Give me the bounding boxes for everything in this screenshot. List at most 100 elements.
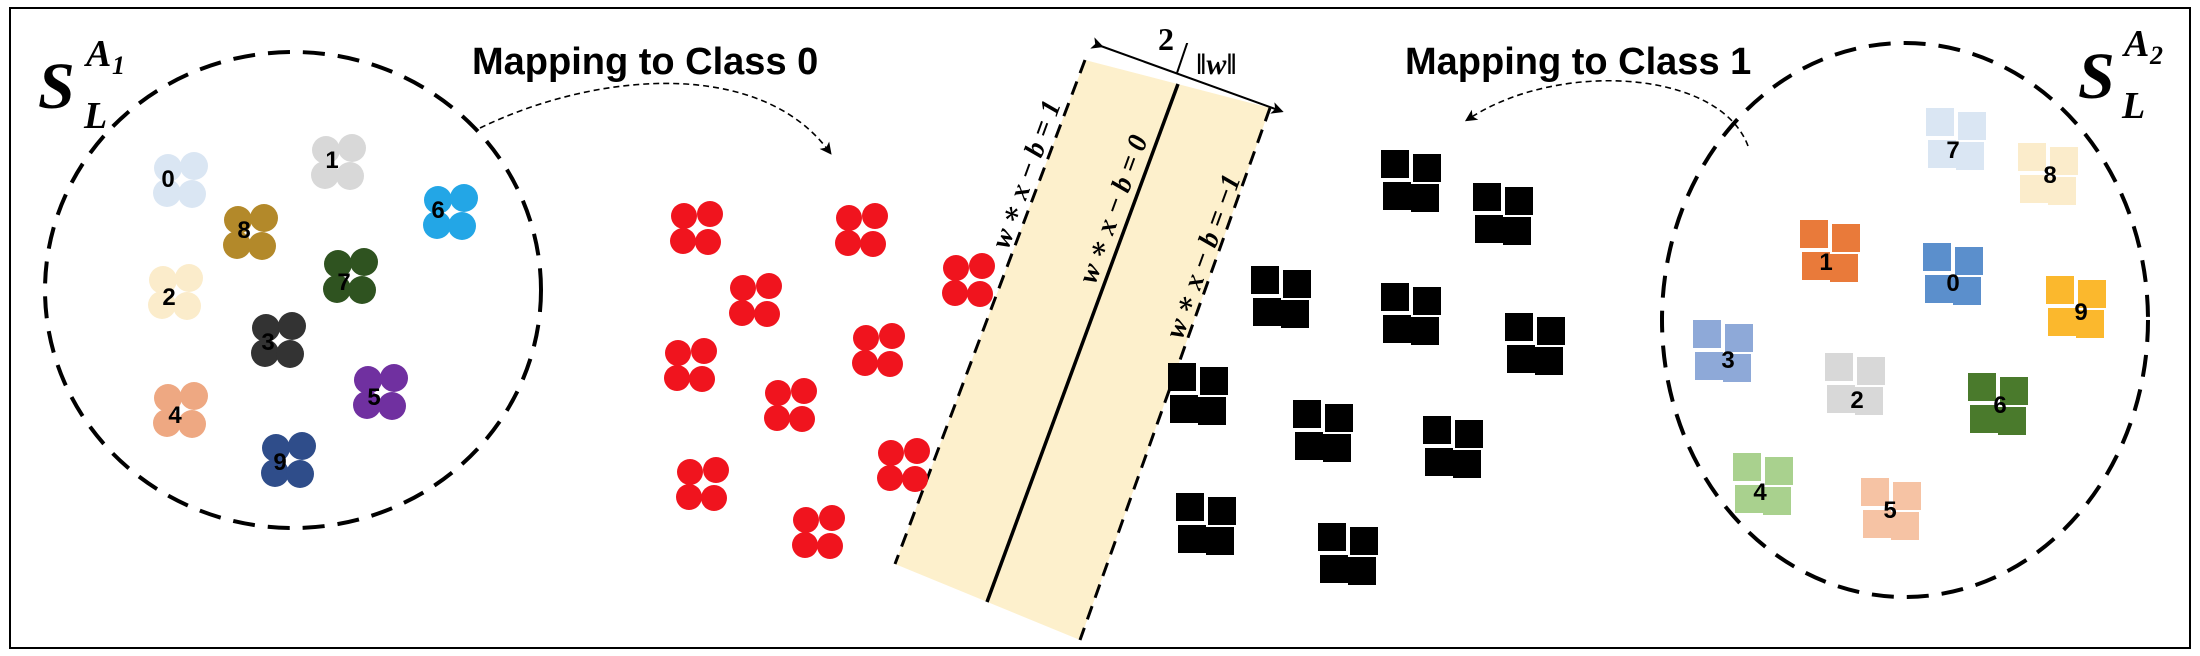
cluster-left-label: 2 (162, 284, 175, 311)
cluster-square (2078, 280, 2106, 308)
class0-dot (756, 273, 782, 299)
class0-dot (689, 366, 715, 392)
cluster-square (1955, 247, 1983, 275)
cluster-right-label: 4 (1753, 479, 1767, 506)
cluster-right-label: 2 (1850, 387, 1863, 414)
cluster-square (2048, 308, 2076, 336)
mapping-right-label: Mapping to Class 1 (1405, 41, 1751, 83)
cluster-dot (180, 382, 208, 410)
cluster-dot (154, 154, 182, 182)
cluster-dot (448, 212, 476, 240)
hyperplane-middle-line (985, 83, 1180, 603)
class0-dot (676, 484, 702, 510)
class0-dot (817, 533, 843, 559)
class1-square (1383, 315, 1411, 343)
cluster-dot (252, 314, 280, 342)
cluster-dot (148, 291, 176, 319)
cluster-square (1825, 353, 1853, 381)
cluster-dot (424, 186, 452, 214)
class1-square (1200, 367, 1228, 395)
cluster-dot (338, 134, 366, 162)
cluster-left-label: 6 (431, 197, 444, 224)
cluster-square (1968, 373, 1996, 401)
cluster-left-6: 6 (423, 184, 478, 240)
cluster-dot (175, 264, 203, 292)
cluster-square (1830, 254, 1858, 282)
cluster-right-6: 6 (1968, 373, 2028, 435)
class1-square (1320, 555, 1348, 583)
cluster-right-0: 0 (1923, 243, 1983, 305)
cluster-right-label: 0 (1946, 270, 1959, 297)
cluster-left-0: 0 (153, 152, 208, 208)
class0-dot (754, 301, 780, 327)
class1-square (1507, 345, 1535, 373)
cluster-dot (261, 459, 289, 487)
cluster-square (2048, 177, 2076, 205)
cluster-dot (324, 250, 352, 278)
mapping-right-arrow (1464, 79, 1749, 147)
set-left-superscript: A (84, 33, 111, 75)
cluster-square (2050, 147, 2078, 175)
cluster-square (1832, 224, 1860, 252)
class0-dot (793, 507, 819, 533)
class1-square (1381, 283, 1409, 311)
class1-square (1348, 557, 1376, 585)
class1-square (1168, 363, 1196, 391)
cluster-right-2: 2 (1825, 353, 1885, 415)
class0-dot (670, 228, 696, 254)
cluster-dot (423, 211, 451, 239)
set-right-superscript: A (2122, 23, 2149, 65)
cluster-dot (354, 366, 382, 394)
class1-square (1381, 150, 1409, 178)
class1-square (1206, 527, 1234, 555)
cluster-square (2046, 276, 2074, 304)
class0-dot (836, 205, 862, 231)
class1-square (1170, 395, 1198, 423)
class1-square (1350, 527, 1378, 555)
class0-dot (878, 440, 904, 466)
cluster-dot (450, 184, 478, 212)
class0-dot (729, 300, 755, 326)
cluster-right-label: 5 (1883, 497, 1896, 524)
cluster-left-label: 5 (367, 384, 380, 411)
class1-square (1318, 523, 1346, 551)
class1-square (1253, 298, 1281, 326)
cluster-right-3: 3 (1693, 320, 1753, 382)
class1-square (1383, 182, 1411, 210)
class1-square (1178, 525, 1206, 553)
cluster-right-label: 8 (2043, 162, 2056, 189)
cluster-square (1855, 387, 1883, 415)
cluster-square (1970, 405, 1998, 433)
cluster-square (1733, 453, 1761, 481)
cluster-left-label: 8 (237, 217, 250, 244)
class1-square (1293, 400, 1321, 428)
cluster-square (1863, 510, 1891, 538)
cluster-square (2020, 175, 2048, 203)
class0-dot (791, 378, 817, 404)
cluster-left-8: 8 (223, 204, 278, 260)
class1-square (1475, 215, 1503, 243)
cluster-right-7: 7 (1926, 108, 1986, 170)
class0-dot (943, 255, 969, 281)
cluster-square (1891, 512, 1919, 540)
cluster-square (1956, 142, 1984, 170)
cluster-right-5: 5 (1861, 478, 1921, 540)
class0-dot (697, 201, 723, 227)
class1-square (1473, 183, 1501, 211)
cluster-left-7: 7 (323, 248, 378, 304)
cluster-square (2076, 310, 2104, 338)
class0-dot (969, 253, 995, 279)
set-left-subscript: L (83, 95, 107, 137)
cluster-square (1998, 407, 2026, 435)
class0-points (664, 201, 995, 559)
set-right-label: S A 2 L (2078, 23, 2163, 127)
class0-dot (862, 203, 888, 229)
cluster-dot (336, 162, 364, 190)
margin-slash: / (1176, 33, 1189, 82)
cluster-dot (154, 384, 182, 412)
cluster-right-9: 9 (2046, 276, 2106, 338)
class1-square (1281, 300, 1309, 328)
set-left-symbol: S (38, 50, 75, 123)
cluster-dot (312, 136, 340, 164)
set-right-superscript-index: 2 (2149, 41, 2163, 70)
